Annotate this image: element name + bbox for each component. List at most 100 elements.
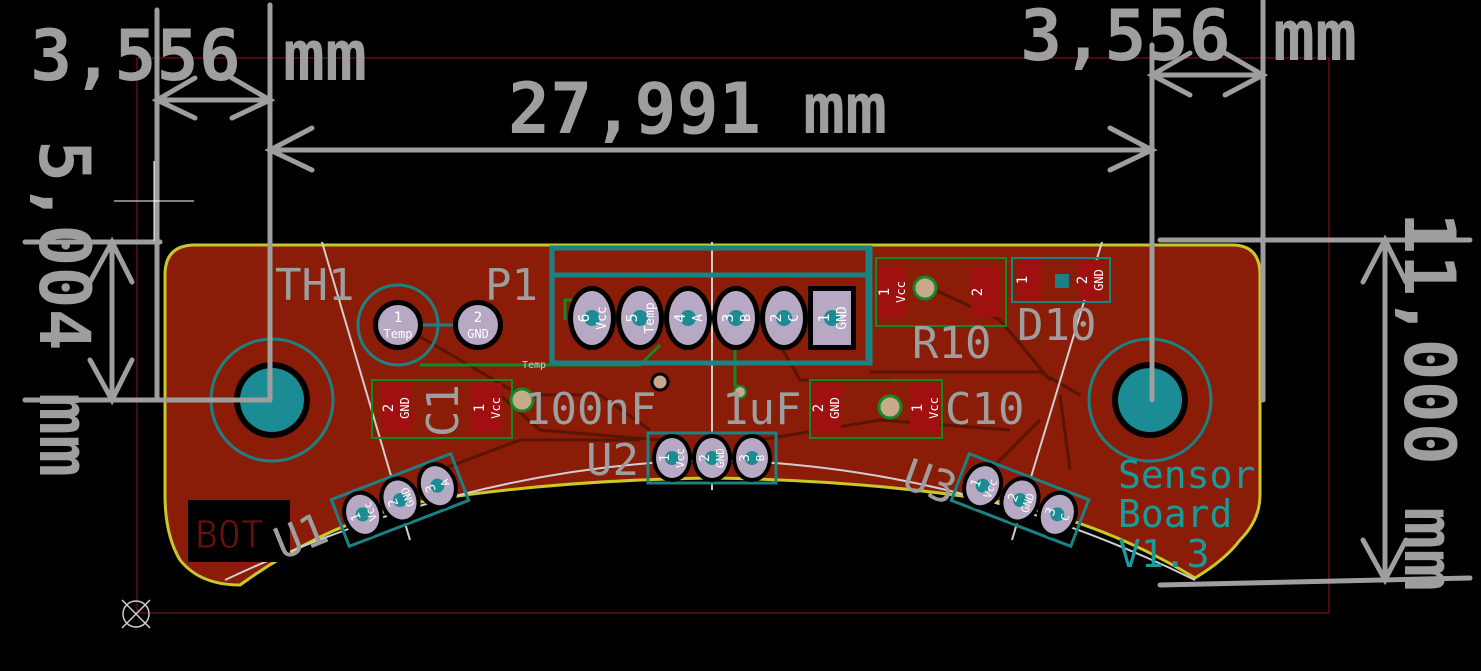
- net-temp-label: Temp: [522, 360, 546, 371]
- pin-name: A: [438, 477, 453, 488]
- pin-number: 5: [623, 313, 641, 322]
- pin-number: 2: [970, 288, 986, 296]
- pin-number: 2: [767, 313, 785, 322]
- pin-name: Vcc: [927, 397, 941, 419]
- via: [733, 385, 747, 399]
- ref-d10: D10: [1017, 300, 1096, 351]
- dim-left-height: 5,004 mm: [23, 140, 105, 477]
- dimension-labels: 3,556 mm 27,991 mm 3,556 mm 5,004 mm 11,…: [23, 0, 1470, 591]
- pin-number: 1: [910, 404, 926, 412]
- pin-number: 1: [877, 288, 893, 296]
- ref-p1: P1: [485, 260, 538, 311]
- value-c1: 100nF: [524, 384, 656, 435]
- pin-name: C: [787, 314, 802, 322]
- pin-number: 1: [1015, 276, 1031, 284]
- ref-r10: R10: [912, 318, 991, 369]
- pin-name: GND: [467, 327, 489, 341]
- dim-top-left: 3,556 mm: [30, 15, 367, 97]
- pin-number: 3: [738, 454, 753, 462]
- pin-number: 1: [815, 313, 833, 322]
- pin-name: GND: [1092, 269, 1106, 291]
- pin-name: Vcc: [489, 397, 503, 419]
- pin-name: GND: [835, 306, 850, 330]
- pin-number: 1: [394, 310, 402, 326]
- pin-number: 2: [1075, 276, 1091, 284]
- svg-text:V1.3: V1.3: [1118, 532, 1210, 576]
- pin-name: Temp: [384, 327, 413, 341]
- ref-c10: C10: [945, 384, 1024, 435]
- pin-name: GND: [714, 448, 727, 468]
- dim-top-right: 3,556 mm: [1020, 0, 1357, 77]
- pin-number: 6: [575, 313, 593, 322]
- svg-text:BOT: BOT: [195, 513, 264, 557]
- board-version-text: Sensor Board V1.3: [1118, 453, 1255, 576]
- u3_pins-pad[interactable]: 3C: [1030, 485, 1085, 544]
- pin-name: B: [754, 454, 767, 461]
- ref-c1: C1: [418, 384, 469, 437]
- pin-number: 1: [472, 404, 488, 412]
- pin-name: B: [739, 314, 754, 322]
- pin-number: 2: [474, 310, 482, 326]
- pin-name: Vcc: [674, 448, 687, 468]
- dim-right-height: 11,000 mm: [1388, 212, 1470, 591]
- pin-name: C: [1058, 512, 1073, 523]
- pin-number: 2: [811, 404, 827, 412]
- pin-number: 3: [719, 313, 737, 322]
- dimension-lines: [22, 0, 1473, 588]
- pin-number: 2: [698, 454, 713, 462]
- ref-u2: U2: [586, 435, 639, 486]
- ref-th1: TH1: [275, 260, 354, 311]
- via: [650, 372, 670, 392]
- d10_pads-pad[interactable]: 1: [1015, 260, 1041, 300]
- pin-name: GND: [828, 397, 842, 419]
- dim-main-width: 27,991 mm: [508, 68, 887, 150]
- r10_pads-pad[interactable]: 2: [970, 267, 999, 317]
- bot-layer-marker: BOT: [188, 500, 290, 562]
- pin-name: Vcc: [894, 281, 908, 303]
- pin-number: 2: [381, 404, 397, 412]
- u1_pins-pad[interactable]: 3A: [410, 456, 465, 515]
- svg-text:Board: Board: [1118, 492, 1232, 536]
- edge-cut-frame: [136, 57, 1330, 614]
- pin-number: 1: [658, 454, 673, 462]
- svg-text:Sensor: Sensor: [1118, 453, 1255, 497]
- pin-name: Vcc: [595, 306, 610, 329]
- pin-name: GND: [398, 397, 412, 419]
- origin-marker-icon: [121, 599, 151, 629]
- value-c10: 1uF: [722, 384, 801, 435]
- pin-number: 4: [671, 313, 689, 322]
- crosshair-cursor: [114, 161, 194, 241]
- pin-name: A: [691, 314, 706, 322]
